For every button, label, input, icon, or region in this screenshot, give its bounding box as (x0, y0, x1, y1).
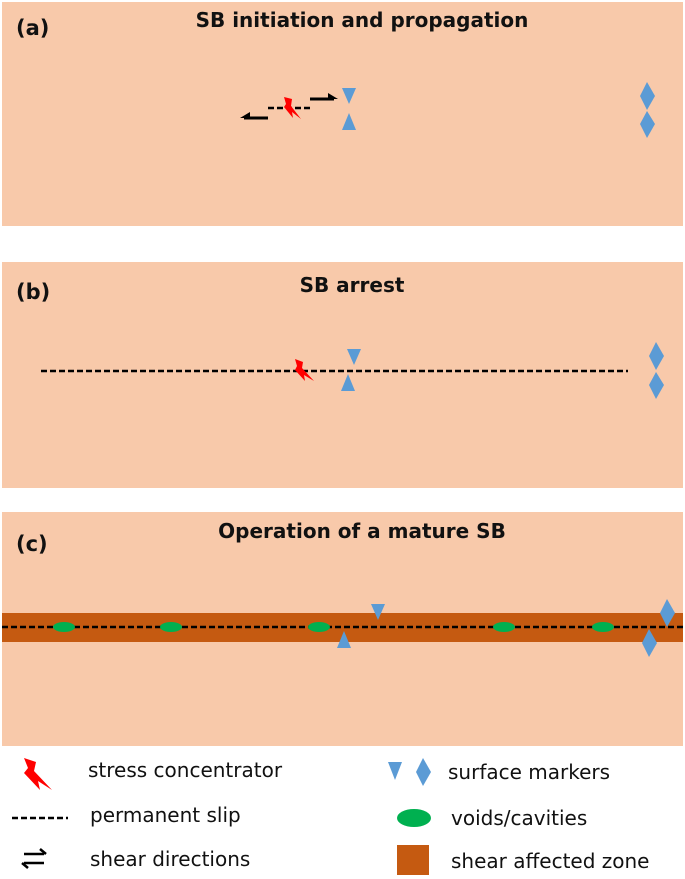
void-icon (493, 622, 515, 632)
panel-c-graphics (2, 599, 683, 657)
legend-permanent-slip-label: permanent slip (90, 803, 241, 827)
panel-c-title: Operation of a mature SB (218, 519, 506, 543)
stress-concentrator-icon (295, 359, 314, 381)
legend-shear-directions-icon (21, 848, 47, 869)
panel-a: (a) SB initiation and propagation (2, 2, 683, 226)
legend-voids-label: voids/cavities (451, 806, 588, 830)
surface-marker-icon (642, 629, 657, 657)
legend-shear-zone-icon (397, 845, 429, 875)
panel-c-label: (c) (16, 532, 48, 556)
surface-marker-icon (337, 631, 351, 648)
legend-void-icon (397, 809, 431, 827)
legend-icons (12, 758, 431, 875)
void-icon (592, 622, 614, 632)
surface-marker-icon (342, 113, 356, 130)
void-icon (160, 622, 182, 632)
surface-marker-icon (640, 82, 655, 110)
panel-b-title: SB arrest (299, 273, 405, 297)
surface-marker-icon (347, 349, 361, 365)
void-icon (308, 622, 330, 632)
legend-stress-concentrator-icon (24, 758, 52, 790)
legend-surface-marker-diamond-icon (416, 758, 431, 786)
legend-surface-markers-label: surface markers (448, 760, 611, 784)
surface-marker-icon (342, 88, 356, 104)
surface-marker-icon (660, 599, 675, 627)
legend-shear-zone-label: shear affected zone (451, 849, 650, 873)
surface-marker-icon (371, 604, 385, 620)
surface-marker-icon (649, 342, 664, 370)
panel-a-label: (a) (16, 16, 50, 40)
panel-b: (b) SB arrest (2, 262, 683, 488)
shear-arrow-right (310, 93, 338, 101)
surface-marker-icon (649, 372, 664, 399)
panel-b-label: (b) (16, 280, 51, 304)
surface-marker-icon (640, 111, 655, 138)
legend-surface-marker-triangle-icon (388, 762, 402, 780)
panel-a-graphics (240, 82, 655, 138)
void-icon (53, 622, 75, 632)
panel-a-title: SB initiation and propagation (195, 8, 529, 32)
legend-shear-directions-label: shear directions (90, 847, 251, 871)
stress-concentrator-icon (284, 97, 301, 119)
shear-arrow-left (240, 112, 268, 120)
legend-stress-concentrator-label: stress concentrator (88, 758, 283, 782)
surface-marker-icon (341, 374, 355, 391)
panel-b-graphics (41, 342, 664, 399)
